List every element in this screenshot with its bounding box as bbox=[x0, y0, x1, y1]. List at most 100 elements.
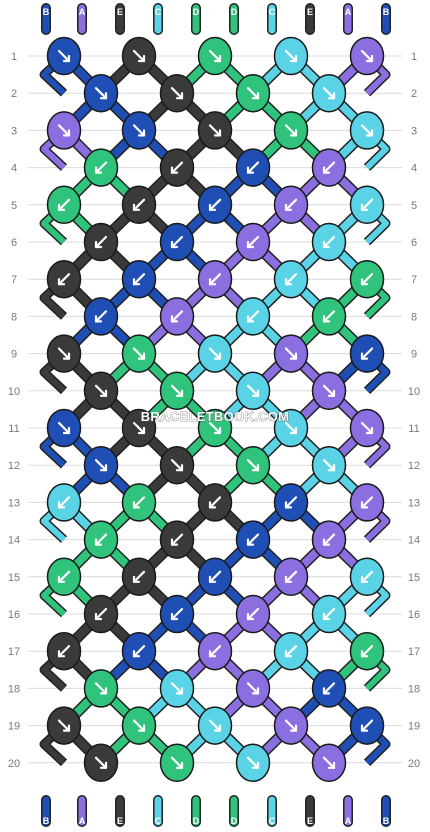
arrow-head-icon bbox=[62, 724, 71, 732]
arrow-head-icon bbox=[137, 352, 146, 360]
arrow-sw-icon bbox=[132, 645, 146, 658]
arrow-head-icon bbox=[246, 315, 255, 323]
arrow-head-icon bbox=[289, 129, 298, 137]
row-number-right: 5 bbox=[411, 200, 417, 212]
row-number-left: 19 bbox=[8, 721, 20, 733]
arrow-se-icon bbox=[360, 421, 374, 435]
arrow-se-icon bbox=[284, 124, 298, 137]
arrow-sw-icon bbox=[284, 496, 298, 509]
knot-sw bbox=[273, 557, 309, 597]
arrow-se-icon bbox=[132, 124, 146, 137]
knot-sw bbox=[121, 259, 157, 299]
knot-se bbox=[311, 371, 347, 411]
arrow-head-icon bbox=[284, 278, 293, 286]
arrow-sw-icon bbox=[170, 533, 184, 546]
knot-sw bbox=[83, 222, 119, 262]
arrow-sw-icon bbox=[322, 682, 336, 695]
arrow-head-icon bbox=[327, 92, 336, 100]
arrow-head-icon bbox=[62, 426, 71, 435]
row-number-left: 5 bbox=[11, 200, 17, 212]
arrow-head-icon bbox=[208, 203, 217, 211]
knot-se bbox=[83, 445, 119, 485]
knot-se bbox=[159, 669, 195, 708]
knot-sw bbox=[311, 148, 347, 187]
arrow-head-icon bbox=[132, 278, 141, 286]
knot-se bbox=[159, 73, 195, 113]
row-number-left: 17 bbox=[8, 646, 20, 658]
bottom-strand-letter: D bbox=[231, 816, 238, 826]
top-strand-letter: B bbox=[43, 7, 50, 17]
arrow-head-icon bbox=[360, 650, 369, 658]
knot-sw bbox=[235, 520, 271, 559]
arrow-head-icon bbox=[175, 687, 184, 695]
arrow-sw-icon bbox=[208, 496, 222, 509]
arrow-head-icon bbox=[322, 166, 331, 174]
arrow-head-icon bbox=[132, 650, 141, 658]
top-strand-letter: A bbox=[345, 7, 352, 17]
arrow-head-icon bbox=[327, 389, 336, 397]
arrow-head-icon bbox=[251, 464, 260, 472]
top-strand-letter: D bbox=[193, 7, 200, 17]
arrow-se-icon bbox=[246, 756, 260, 769]
arrow-se-icon bbox=[208, 421, 222, 435]
arrow-head-icon bbox=[360, 203, 369, 211]
arrow-head-icon bbox=[94, 240, 103, 249]
arrow-sw-icon bbox=[208, 645, 222, 658]
row-number-right: 17 bbox=[408, 646, 420, 658]
row-number-left: 6 bbox=[11, 237, 17, 249]
bottom-strand-letter: C bbox=[269, 816, 276, 826]
arrow-sw-icon bbox=[132, 496, 146, 509]
knot-se bbox=[159, 371, 195, 411]
arrow-head-icon bbox=[175, 761, 184, 769]
row-number-left: 9 bbox=[11, 349, 17, 361]
row-number-right: 16 bbox=[408, 609, 420, 621]
arrow-head-icon bbox=[62, 352, 71, 360]
knot-sw bbox=[349, 259, 385, 299]
bottom-strand-letter: B bbox=[43, 816, 50, 826]
row-number-right: 14 bbox=[408, 535, 420, 547]
knot-sw bbox=[159, 222, 195, 262]
arrow-sw-icon bbox=[360, 496, 374, 509]
bottom-strand-letter: C bbox=[155, 816, 162, 826]
knot-se bbox=[235, 669, 271, 708]
row-number-left: 14 bbox=[8, 535, 20, 547]
arrow-head-icon bbox=[57, 501, 66, 509]
knot-sw bbox=[311, 297, 347, 336]
arrow-head-icon bbox=[213, 54, 222, 63]
arrow-head-icon bbox=[208, 575, 217, 583]
arrow-head-icon bbox=[57, 650, 66, 658]
arrow-se-icon bbox=[322, 384, 336, 397]
knot-se bbox=[83, 73, 119, 113]
arrow-se-icon bbox=[284, 347, 298, 360]
arrow-head-icon bbox=[289, 426, 298, 435]
arrow-head-icon bbox=[94, 612, 103, 621]
knot-se bbox=[46, 36, 82, 76]
knot-se bbox=[349, 111, 385, 150]
knot-se bbox=[46, 111, 82, 150]
arrow-se-icon bbox=[132, 719, 146, 732]
row-number-left: 20 bbox=[8, 758, 20, 770]
arrow-head-icon bbox=[251, 687, 260, 695]
arrow-head-icon bbox=[99, 92, 108, 100]
knot-se bbox=[46, 408, 82, 448]
arrow-head-icon bbox=[360, 575, 369, 583]
arrow-sw-icon bbox=[322, 310, 336, 323]
arrow-se-icon bbox=[57, 421, 71, 435]
knot-sw bbox=[349, 185, 385, 225]
arrow-sw-icon bbox=[246, 533, 260, 546]
knot-se bbox=[121, 334, 157, 373]
arrow-se-icon bbox=[132, 49, 146, 63]
row-number-right: 9 bbox=[411, 349, 417, 361]
arrow-se-icon bbox=[57, 49, 71, 63]
arrow-sw-icon bbox=[94, 607, 108, 621]
arrow-sw-icon bbox=[360, 347, 374, 360]
arrow-sw-icon bbox=[132, 570, 146, 583]
arrow-sw-icon bbox=[208, 273, 222, 286]
knot-se bbox=[197, 36, 233, 76]
arrow-sw-icon bbox=[57, 198, 71, 211]
arrow-head-icon bbox=[94, 166, 103, 174]
arrow-se-icon bbox=[94, 756, 108, 769]
arrow-sw-icon bbox=[246, 310, 260, 323]
row-number-right: 1 bbox=[411, 51, 417, 63]
knot-se bbox=[121, 408, 157, 448]
